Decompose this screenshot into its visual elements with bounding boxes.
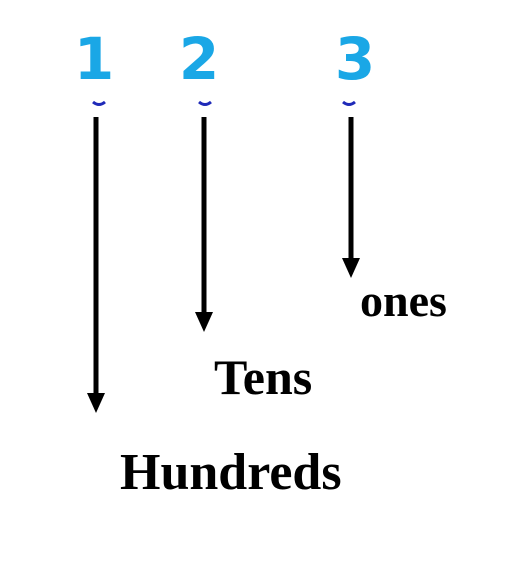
marker-hundreds <box>92 100 106 106</box>
digit-tens: 2 <box>178 25 220 93</box>
label-hundreds: Hundreds <box>120 444 342 501</box>
arrow-ones <box>342 117 360 278</box>
digit-hundreds: 1 <box>73 25 115 93</box>
marker-tens <box>198 100 212 106</box>
marker-ones <box>342 100 356 106</box>
label-tens: Tens <box>214 349 313 405</box>
digit-ones: 3 <box>334 25 376 93</box>
label-ones: ones <box>360 275 447 326</box>
arrow-hundreds <box>87 117 105 413</box>
arrow-tens <box>195 117 213 332</box>
